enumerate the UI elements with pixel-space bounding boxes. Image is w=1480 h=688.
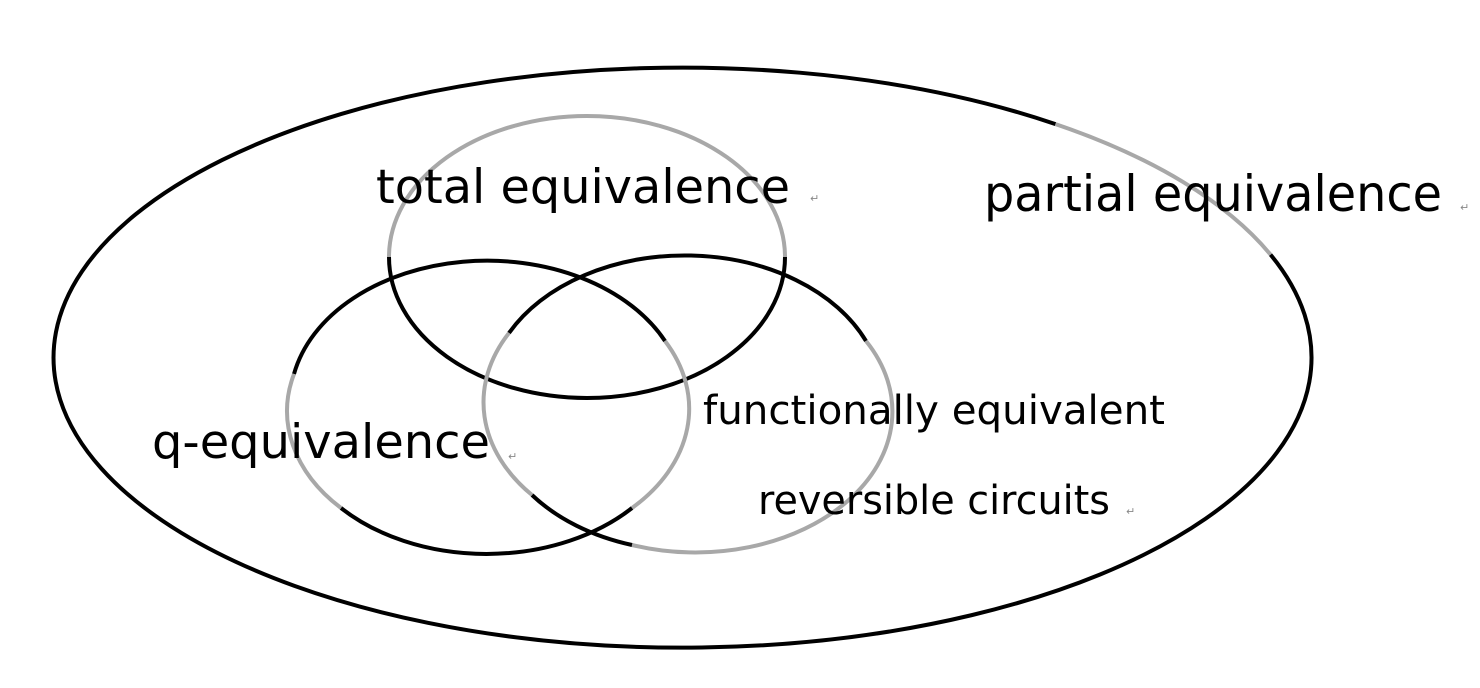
partial-ellipse-gray-arc [1054,122,1273,256]
func-circle-gray-left-arc [481,331,534,497]
total-circle-black-arc [387,256,787,400]
q-circle-gray-right-arc [630,339,692,510]
paragraph-mark-q: ↵ [508,450,517,463]
label-partial-equivalence: partial equivalence [984,165,1442,223]
paragraph-mark-partial: ↵ [1460,201,1469,214]
q-circle-black-top-arc [292,258,667,375]
q-circle-black-bottom-arc [339,506,634,556]
q-equivalence-circle [285,258,692,556]
total-equivalence-circle [387,114,787,400]
partial-equivalence-ellipse [51,65,1314,650]
label-q-equivalence: q-equivalence [152,415,490,470]
func-circle-gray-right-arc [631,339,895,555]
paragraph-mark-total: ↵ [810,192,819,205]
func-circle-black-bottom-arc [530,493,633,547]
func-circle-black-top-arc [507,253,868,343]
total-circle-gray-arc [387,114,787,258]
partial-ellipse-black-arc [51,65,1314,650]
paragraph-mark-reversible: ↵ [1126,505,1135,518]
label-reversible-circuits: reversible circuits [758,478,1110,524]
q-circle-gray-left-arc [285,373,343,510]
label-functionally-equivalent: functionally equivalent [703,388,1165,434]
functionally-equivalent-circle [481,253,895,555]
label-total-equivalence: total equivalence [376,160,790,215]
